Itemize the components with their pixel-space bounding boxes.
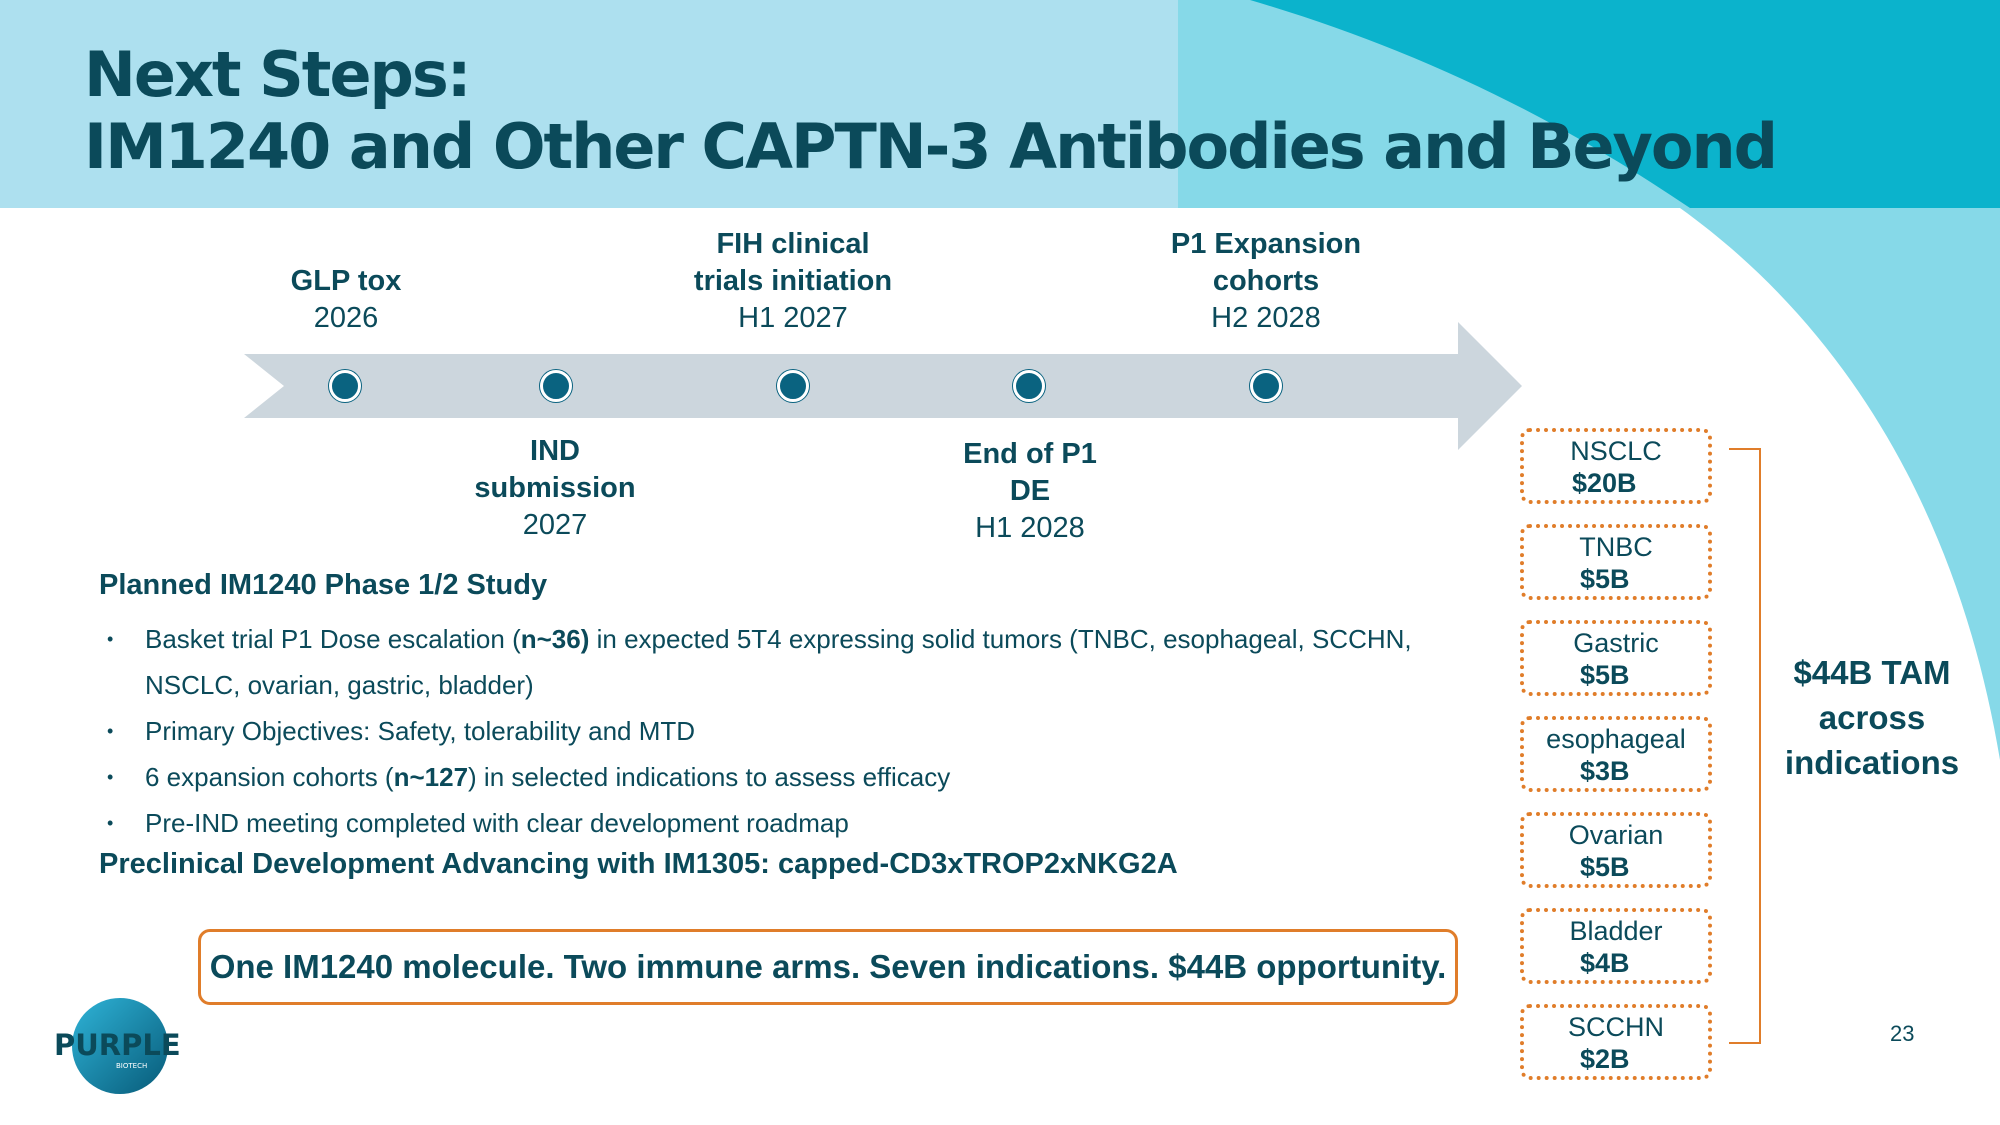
logo-text: PURPLE (54, 1028, 181, 1062)
tagline-box: One IM1240 molecule. Two immune arms. Se… (198, 929, 1458, 1005)
tam-box-esophageal: esophageal $3B (1520, 716, 1712, 792)
milestone-title: cohorts (1212, 265, 1320, 297)
milestone-title: FIH clinical (716, 228, 870, 260)
bullet-marker: • (107, 813, 114, 833)
tam-indication: Gastric (1573, 628, 1659, 658)
milestone-title: DE (1009, 475, 1051, 507)
bullet-text: 6 expansion cohorts ( (145, 762, 394, 792)
bullet-text: Primary Objectives: Safety, tolerability… (145, 716, 696, 746)
tam-box-bladder: Bladder $4B (1520, 908, 1712, 984)
page-title-line-1: Next Steps: (84, 38, 472, 111)
bullet-bold-text: n~36) (520, 624, 590, 654)
tam-value: $5B (1580, 660, 1630, 690)
milestone-date: H2 2028 (1211, 302, 1321, 334)
timeline-dot-1 (329, 370, 361, 402)
milestone-title: IND (530, 435, 580, 467)
page-title-line-2: IM1240 and Other CAPTN-3 Antibodies and … (84, 110, 1778, 183)
milestone-ind-submission: IND submission 2027 (415, 433, 695, 544)
bullet-marker: • (107, 629, 114, 649)
tam-indication: Bladder (1569, 916, 1663, 946)
tam-indication: NSCLC (1570, 436, 1662, 466)
study-bullet: • 6 expansion cohorts (n~127) in selecte… (99, 754, 1439, 800)
milestone-title: P1 Expansion (1170, 228, 1362, 260)
bullet-marker: • (107, 721, 114, 741)
milestone-date: 2027 (522, 509, 588, 541)
study-bullet: • Primary Objectives: Safety, tolerabili… (99, 708, 1439, 754)
bullet-bold-text: n~127 (393, 762, 469, 792)
timeline-dot-4 (1013, 370, 1045, 402)
bullet-text: in expected 5T4 expressing solid tumors … (145, 624, 1412, 700)
bullet-text: Pre-IND meeting completed with clear dev… (145, 808, 849, 838)
milestone-title: trials initiation (693, 265, 893, 297)
milestone-title: GLP tox (290, 265, 402, 297)
tam-box-scchn: SCCHN $2B (1520, 1004, 1712, 1080)
tam-total: $44B TAM across indications (1762, 650, 1982, 785)
milestone-date: 2026 (313, 302, 379, 334)
tam-indication: esophageal (1546, 724, 1686, 754)
tam-box-nsclc: NSCLC $20B (1520, 428, 1712, 504)
tam-total-line: $44B TAM (1793, 654, 1951, 691)
tam-value: $3B (1580, 756, 1630, 786)
tam-value: $20B (1572, 468, 1637, 498)
tam-indication: TNBC (1579, 532, 1653, 562)
bullet-text: ) in selected indications to assess effi… (468, 762, 951, 792)
purple-biotech-logo: PURPLE BIOTECH (54, 998, 181, 1094)
milestone-glp-tox: GLP tox 2026 (246, 263, 446, 337)
tam-box-gastric: Gastric $5B (1520, 620, 1712, 696)
tam-indication: SCCHN (1567, 1012, 1664, 1042)
tam-value: $2B (1580, 1044, 1630, 1074)
tam-box-tnbc: TNBC $5B (1520, 524, 1712, 600)
tam-value: $5B (1580, 852, 1630, 882)
timeline-dot-3 (777, 370, 809, 402)
logo-subtext: BIOTECH (116, 1062, 147, 1070)
timeline-dot-5 (1250, 370, 1282, 402)
tam-value: $4B (1580, 948, 1630, 978)
milestone-date: H1 2028 (975, 512, 1085, 544)
tam-indication: Ovarian (1568, 820, 1664, 850)
bullet-marker: • (107, 767, 114, 787)
preclinical-heading: Preclinical Development Advancing with I… (99, 848, 1178, 880)
milestone-title: submission (474, 472, 636, 504)
timeline-dot-2 (540, 370, 572, 402)
study-bullet: • Basket trial P1 Dose escalation (n~36)… (99, 616, 1439, 708)
milestone-p1-expansion: P1 Expansion cohorts H2 2028 (1116, 226, 1416, 337)
study-bullet-list: • Basket trial P1 Dose escalation (n~36)… (99, 616, 1439, 846)
page-number: 23 (1890, 1021, 1915, 1046)
tam-box-ovarian: Ovarian $5B (1520, 812, 1712, 888)
tam-total-line: indications (1784, 744, 1960, 781)
milestone-date: H1 2027 (738, 302, 848, 334)
milestone-fih-clinical: FIH clinical trials initiation H1 2027 (643, 226, 943, 337)
study-heading: Planned IM1240 Phase 1/2 Study (99, 569, 548, 601)
tagline-text: One IM1240 molecule. Two immune arms. Se… (209, 948, 1447, 985)
study-bullet: • Pre-IND meeting completed with clear d… (99, 800, 1439, 846)
tam-value: $5B (1580, 564, 1630, 594)
tam-total-line: across (1818, 699, 1926, 736)
milestone-title: End of P1 (963, 438, 1097, 470)
milestone-end-of-p1: End of P1 DE H1 2028 (890, 436, 1170, 547)
bullet-text: Basket trial P1 Dose escalation ( (145, 624, 521, 654)
